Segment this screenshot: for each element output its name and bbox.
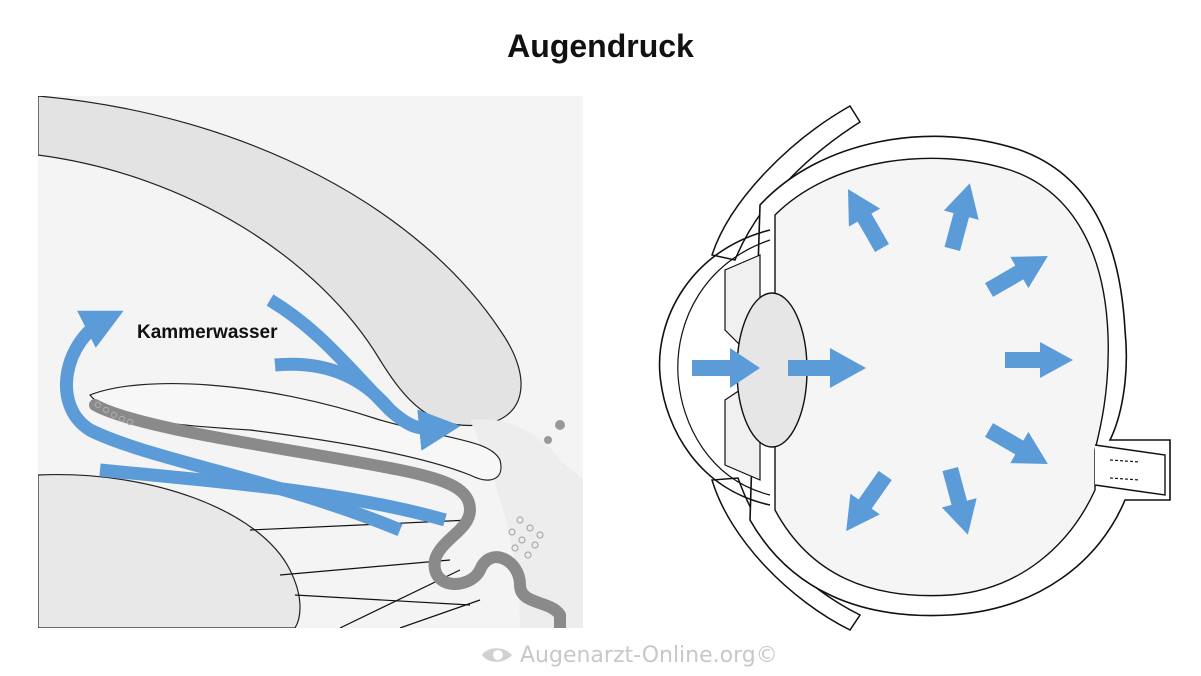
schlemm-canal — [544, 420, 565, 444]
pressure-arrows — [692, 183, 1073, 535]
iris-pigment — [89, 399, 566, 628]
optic-nerve-vessels — [1109, 459, 1141, 481]
aqueous-flow-arrows — [60, 294, 461, 537]
aqueous-arrow-branch — [274, 357, 395, 415]
aqueous-arrow-lower — [99, 463, 447, 527]
lens — [38, 473, 301, 628]
right-cornea — [658, 229, 771, 506]
pressure-arrow-icon — [692, 348, 760, 388]
upper-eyelid — [711, 104, 862, 261]
right-cornea-inner — [677, 239, 771, 496]
eye-logo-icon — [482, 648, 512, 662]
pressure-arrow-icon — [788, 348, 866, 388]
iris-dots — [94, 401, 134, 426]
chamber-angle-diagram: Kammerwasser — [38, 96, 583, 628]
aqueous-humor-label: Kammerwasser — [137, 322, 278, 343]
optic-nerve — [1094, 444, 1166, 496]
pressure-arrow-icon — [1005, 342, 1073, 378]
page-title: Augendruck — [507, 28, 694, 64]
pressure-arrow-icon — [846, 470, 892, 532]
pressure-arrow-icon — [985, 423, 1048, 464]
retina — [774, 157, 1109, 597]
eyeball-diagram — [658, 104, 1171, 631]
watermark: Augenarzt-Online.org© — [480, 640, 778, 670]
pressure-arrow-icon — [943, 183, 979, 252]
pressure-arrow-icon — [985, 256, 1048, 297]
pressure-arrow-icon — [941, 466, 977, 535]
pressure-arrow-icon — [848, 189, 889, 252]
watermark-text: Augenarzt-Online.org© — [520, 642, 778, 668]
meshwork-cells — [508, 516, 544, 559]
iris — [89, 382, 502, 481]
